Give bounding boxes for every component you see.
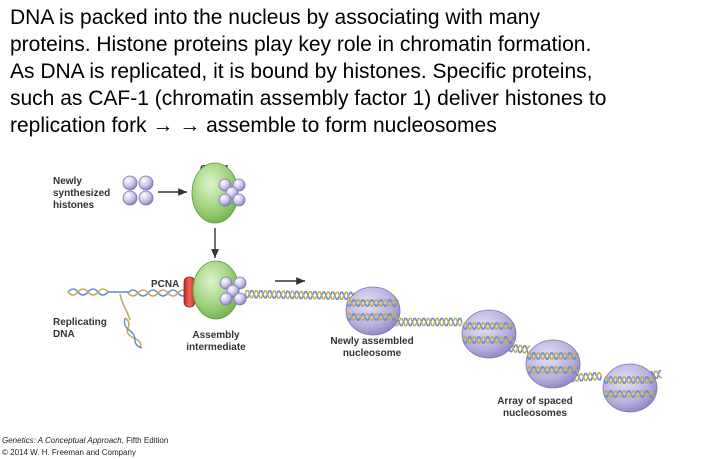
dna-strand (244, 289, 356, 301)
label-pcna: PCNA (151, 279, 179, 290)
assembly-intermediate-complex (192, 260, 247, 320)
slide-line-3: As DNA is replicated, it is bound by his… (10, 60, 593, 83)
nucleosome-newly-assembled (345, 286, 401, 336)
label-replicating-dna-2: DNA (53, 329, 75, 340)
label-assembly-intermediate-2: intermediate (186, 342, 246, 353)
dna-strand (346, 299, 399, 307)
nucleosome-array (345, 286, 658, 413)
label-new-histones-3: histones (53, 200, 95, 211)
dna-strand (526, 366, 579, 374)
dna-linker-strands (244, 289, 662, 383)
dna-strand (462, 322, 515, 330)
label-new-histones-2: synthesized (53, 188, 110, 199)
slide-line-2: proteins. Histone proteins play key role… (10, 33, 592, 56)
dna-strand (569, 371, 603, 382)
label-new-histones-1: Newly (53, 176, 82, 187)
label-replicating-dna-1: Replicating (53, 317, 107, 328)
caf1-histone-complex (191, 162, 246, 224)
dna-strand (346, 313, 399, 321)
nucleosome-array-2 (525, 339, 581, 389)
nucleosome-array-3 (602, 363, 658, 413)
slide-line-4: such as CAF-1 (chromatin assembly factor… (10, 87, 607, 110)
dna-strand (346, 299, 399, 307)
credit-edition: , Fifth Edition (121, 436, 169, 445)
slide-line-5: replication fork → → assemble to form nu… (10, 114, 497, 137)
slide-text: DNA is packed into the nucleus by associ… (10, 4, 710, 139)
nucleosome-array-1 (461, 309, 517, 359)
dna-strand (603, 390, 656, 398)
dna-strand (603, 390, 656, 398)
dna-strand (389, 317, 463, 327)
label-newly-assembled-1: Newly assembled (330, 336, 413, 347)
dna-strand (462, 322, 515, 330)
label-newly-assembled-2: nucleosome (343, 348, 402, 359)
replicating-dna (67, 288, 189, 349)
label-array-spaced-2: nucleosomes (503, 408, 567, 419)
free-histone-octamer (122, 175, 154, 206)
dna-strand (462, 336, 515, 344)
label-assembly-intermediate-1: Assembly (192, 330, 240, 341)
dna-strand (603, 376, 656, 384)
label-array-spaced-1: Array of spaced (497, 396, 573, 407)
credit-line-1: Genetics: A Conceptual Approach, Fifth E… (2, 436, 168, 445)
credit-book-title: Genetics: A Conceptual Approach (2, 436, 122, 445)
dna-strand (526, 352, 579, 360)
dna-strand (462, 336, 515, 344)
dna-strand (346, 313, 399, 321)
slide-line-1: DNA is packed into the nucleus by associ… (10, 6, 540, 29)
credit-line-2: © 2014 W. H. Freeman and Company (2, 448, 136, 457)
dna-strand (603, 376, 656, 384)
dna-strand (526, 352, 579, 360)
dna-strand (526, 366, 579, 374)
